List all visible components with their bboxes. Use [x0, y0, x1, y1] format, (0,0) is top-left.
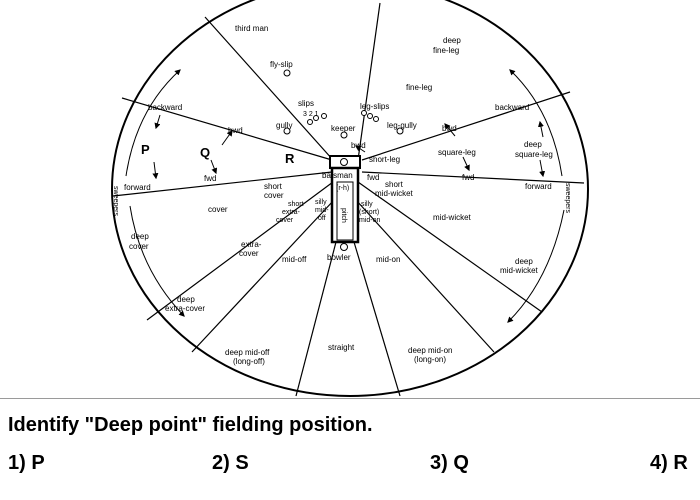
label-leg-gully: leg-gully [387, 121, 417, 130]
label-silly-short-mid-on-1: silly [361, 201, 373, 208]
label-fly-slip: fly-slip [270, 60, 293, 69]
label-extra-cover-2: cover [239, 249, 259, 258]
label-deep-mid-on-1: deep mid-on [408, 346, 452, 355]
label-forward-left: forward [124, 183, 151, 192]
label-deep-mid-off-1: deep mid-off [225, 348, 270, 357]
label-silly-mid-off-3: off [318, 215, 326, 222]
option-1[interactable]: 1) P [8, 452, 45, 474]
label-silly-mid-off-1: silly [315, 199, 327, 206]
label-slips: slips [298, 99, 314, 108]
label-deep-mid-wicket-1: deep [515, 257, 533, 266]
label-gully: gully [276, 121, 292, 130]
label-backward-right: backward [495, 103, 529, 112]
label-slip-numbers: 3 2 1 [303, 111, 319, 118]
label-deep-cover-2: cover [129, 242, 149, 251]
pitch-inner [336, 181, 354, 241]
label-bowler: bowler [327, 253, 351, 262]
field-boundary [111, 0, 589, 397]
option-3[interactable]: 3) Q [430, 452, 469, 474]
label-deep-square-leg-1: deep [524, 140, 542, 149]
label-deep-mid-wicket-2: mid-wicket [500, 266, 539, 275]
label-deep-fine-leg-2: fine-leg [433, 46, 459, 55]
label-extra-cover-1: extra- [241, 240, 262, 249]
label-fwd-left: fwd [204, 174, 216, 183]
direction-arrows [125, 69, 565, 323]
sector-lines [112, 2, 585, 397]
option-4[interactable]: 4) R [650, 452, 688, 474]
label-short-mid-wicket-1: short [385, 180, 404, 189]
label-batsman: batsman [322, 171, 353, 180]
label-short-cover-2: cover [264, 191, 284, 200]
label-fwd-center: fwd [367, 173, 379, 182]
label-mid-on: mid-on [376, 255, 400, 264]
cricket-field-diagram: third man fly-slip deep fine-leg fine-le… [111, 0, 589, 397]
marker-q: Q [200, 145, 210, 160]
label-straight: straight [328, 343, 355, 352]
label-fwd-right: fwd [462, 173, 474, 182]
label-third-man: third man [235, 24, 268, 33]
marker-p: P [141, 142, 150, 157]
label-bwd-left: bwd [228, 126, 243, 135]
label-deep-fine-leg-1: deep [443, 36, 461, 45]
label-short-mid-wicket-2: mid-wicket [375, 189, 414, 198]
label-silly-mid-off-2: mid- [315, 207, 329, 214]
divider [0, 398, 700, 399]
label-sweepers-right: sweepers [564, 183, 571, 213]
label-deep-square-leg-2: square-leg [515, 150, 553, 159]
label-bwd-right: bwd [442, 124, 457, 133]
label-pitch: pitch [340, 208, 347, 223]
label-deep-mid-off-2: (long-off) [233, 357, 265, 366]
marker-r: R [285, 151, 295, 166]
label-short-extra-cover-1: short [288, 201, 304, 208]
label-silly-short-mid-on-3: mid-on [359, 217, 381, 224]
label-fine-leg: fine-leg [406, 83, 432, 92]
label-backward-left: backward [148, 103, 182, 112]
label-cover: cover [208, 205, 228, 214]
label-short-leg: short-leg [369, 155, 400, 164]
label-leg-slips: leg-slips [360, 102, 389, 111]
fielder-markers [283, 69, 404, 251]
label-rh: (r-h) [336, 185, 349, 192]
label-deep-extra-cover-2: extra-cover [165, 304, 205, 313]
label-keeper: keeper [331, 124, 356, 133]
label-square-leg: square-leg [438, 148, 476, 157]
label-silly-short-mid-on-2: (short) [359, 209, 379, 216]
label-short-cover-1: short [264, 182, 283, 191]
batsman-marker [340, 158, 348, 166]
label-bwd-center: bwd [351, 141, 366, 150]
label-deep-mid-on-2: (long-on) [414, 355, 446, 364]
label-deep-cover-1: deep [131, 232, 149, 241]
label-short-extra-cover-2: extra- [282, 209, 301, 216]
option-2[interactable]: 2) S [212, 452, 249, 474]
label-short-extra-cover-3: cover [276, 217, 294, 224]
label-mid-wicket: mid-wicket [433, 213, 472, 222]
question-text: Identify "Deep point" fielding position. [8, 414, 373, 436]
label-sweepers-left: sweepers [112, 186, 119, 216]
label-deep-extra-cover-1: deep [177, 295, 195, 304]
label-mid-off: mid-off [282, 255, 307, 264]
label-forward-right: forward [525, 182, 552, 191]
